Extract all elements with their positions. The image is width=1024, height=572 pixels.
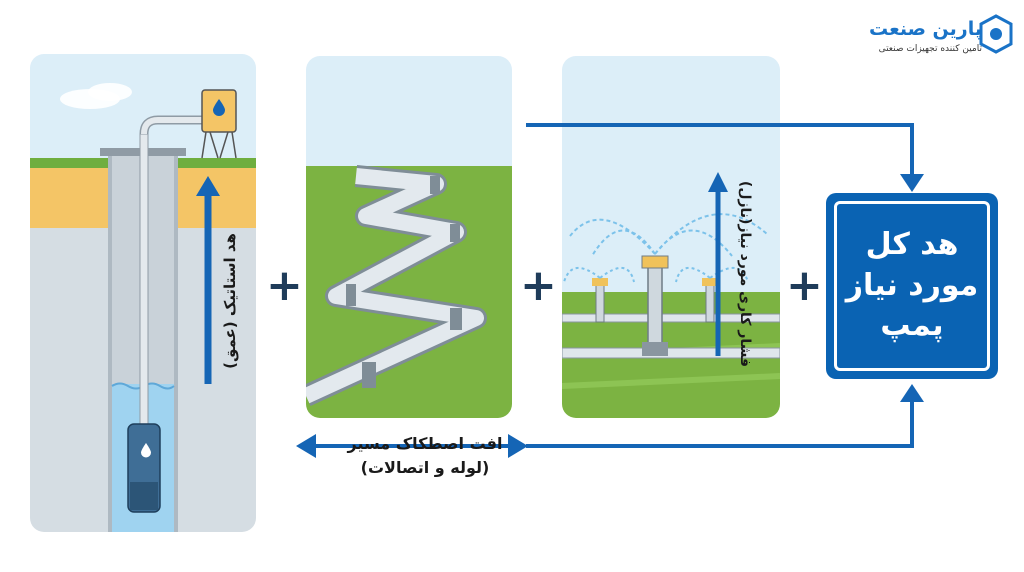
connector-arrows: [520, 118, 940, 454]
plus-operator-1: +: [266, 260, 303, 311]
result-line-2: مورد نیاز: [845, 267, 979, 303]
sprinkler-panel: [562, 56, 780, 418]
friction-loss-line1: افت اصطکاک مسیر: [347, 434, 503, 453]
plus-operator-3: +: [786, 260, 823, 311]
friction-loss-line2: (لوله و اتصالات): [360, 458, 490, 477]
total-head-inner-frame: هد کل مورد نیاز پمپ: [834, 201, 990, 371]
friction-double-arrow: [294, 432, 530, 460]
pipe-panel: [306, 56, 512, 418]
result-line-1: هد کل: [865, 227, 959, 263]
well-panel: [30, 54, 256, 532]
logo-icon: [978, 14, 1014, 54]
brand-name: پارین صنعت: [868, 18, 982, 40]
pump-water-drop-icon: [140, 442, 152, 458]
result-line-3: پمپ: [880, 308, 944, 344]
total-head-text: هد کل مورد نیاز پمپ: [846, 225, 979, 347]
static-head-label: هد استاتیک (عمق): [221, 233, 239, 369]
tank-water-drop-icon: [212, 98, 226, 116]
plus-operator-2: +: [520, 260, 557, 311]
friction-loss-caption: افت اصطکاک مسیر (لوله و اتصالات): [330, 432, 520, 480]
brand-tagline: تامین کننده تجهیزات صنعتی: [878, 44, 982, 54]
total-head-result-box: هد کل مورد نیاز پمپ: [826, 193, 998, 379]
